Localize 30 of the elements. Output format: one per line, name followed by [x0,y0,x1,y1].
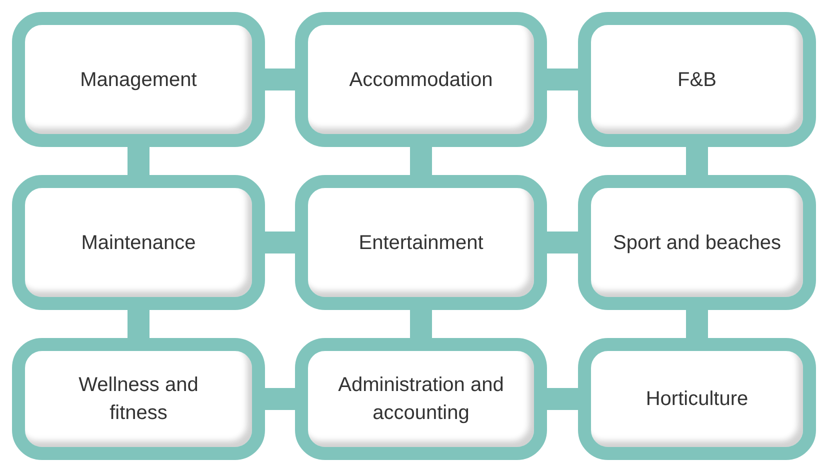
process-box [12,338,265,460]
process-box [578,338,816,460]
connector [410,310,432,338]
connector [547,388,578,410]
box-label: Management [80,68,197,92]
connector [686,310,708,338]
box-label: Wellness and fitness [78,373,200,426]
box-label: Sport and beaches [613,230,781,256]
process-box [295,12,547,147]
process-box [12,12,265,147]
connector [265,68,295,90]
process-box [578,175,816,310]
connector [547,232,578,254]
connector [410,147,432,175]
connector [547,68,578,90]
process-box [295,175,547,310]
process-box [12,175,265,310]
box-label: Entertainment [358,230,484,256]
box-label: Accommodation [349,68,493,92]
process-box [295,338,547,460]
connector [686,147,708,175]
box-label: Maintenance [81,230,196,256]
box-label: Administration and accounting [337,373,505,426]
box-label: F&B [678,68,716,92]
connector [128,147,150,175]
connector [265,388,295,410]
connector [265,232,295,254]
process-box [578,12,816,147]
connector [128,310,150,338]
box-label: Horticulture [646,387,748,412]
